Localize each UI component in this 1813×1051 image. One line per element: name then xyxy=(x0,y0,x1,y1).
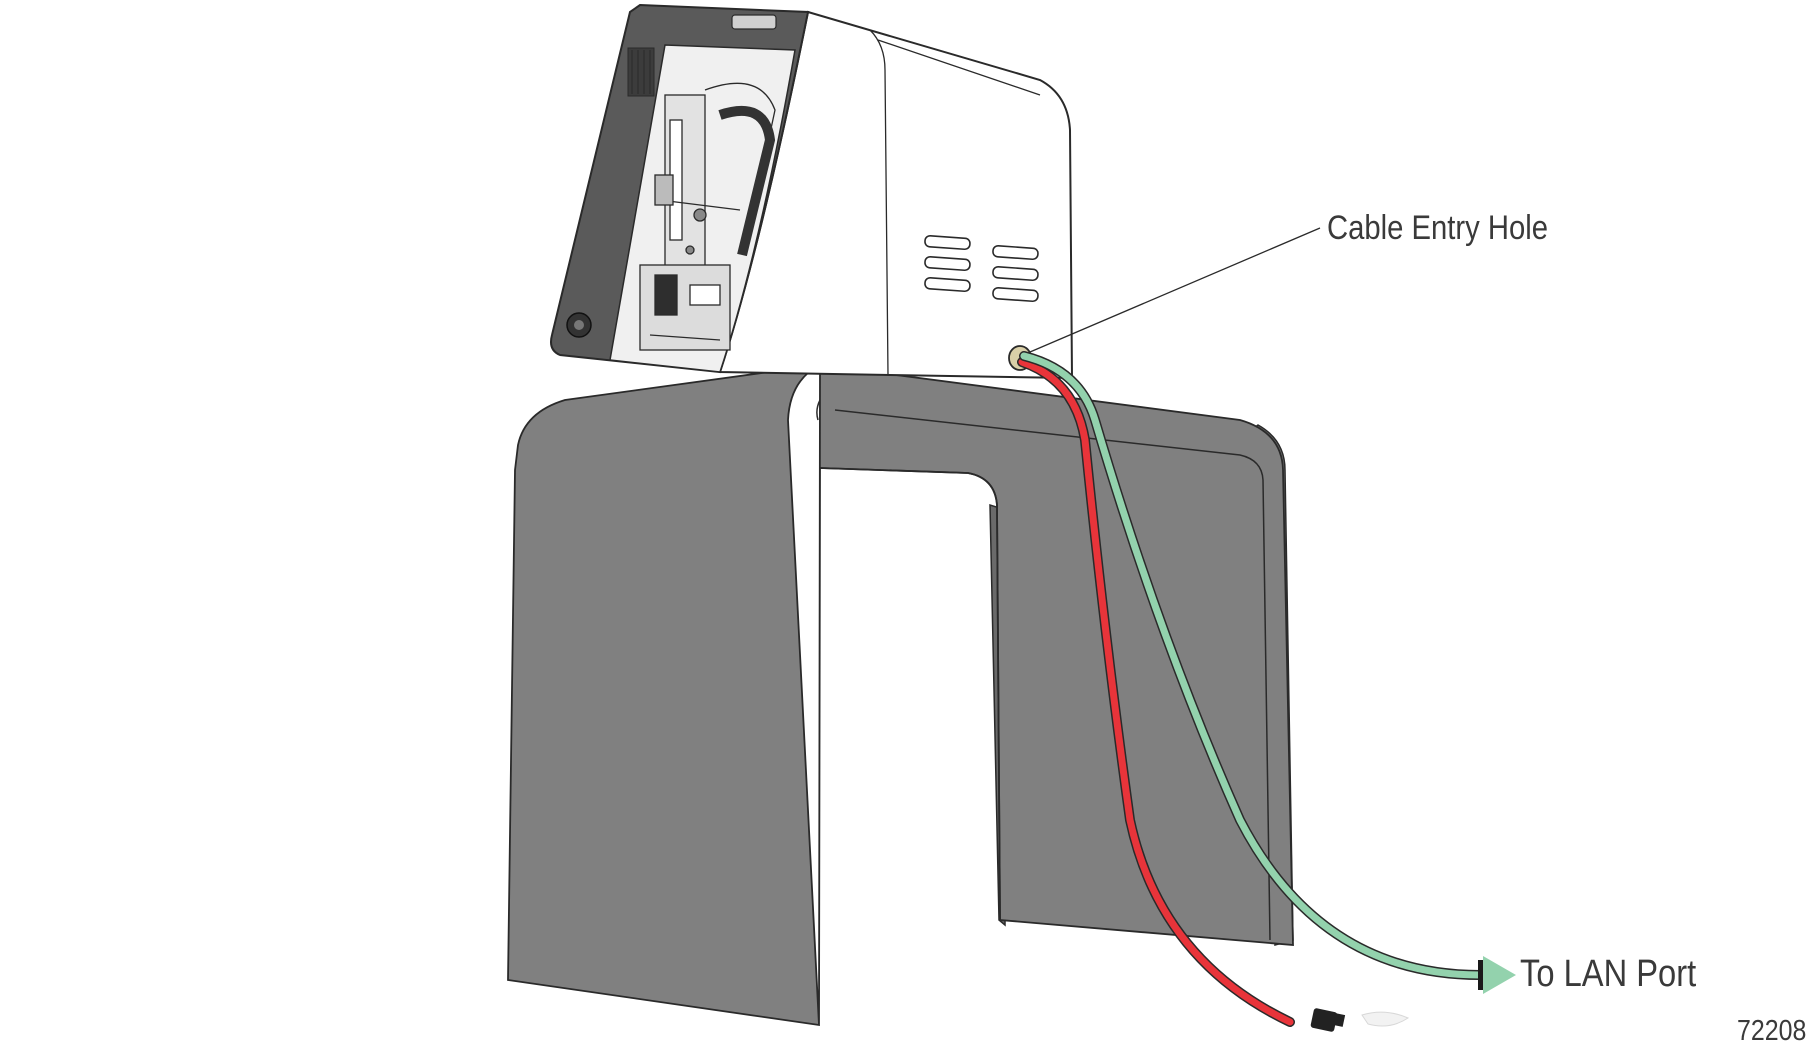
cables xyxy=(1017,351,1516,1032)
stand-inner-arch xyxy=(819,467,1001,921)
lan-cable xyxy=(1020,352,1484,979)
power-cable xyxy=(1018,358,1294,1026)
bezel-handle xyxy=(731,14,777,30)
cable-entry-hole-label: Cable Entry Hole xyxy=(1327,209,1549,247)
housing-edge-lines xyxy=(869,29,1041,376)
lan-arrow-icon xyxy=(1478,956,1516,994)
vent-slots xyxy=(924,235,1039,303)
figure-number: 72208 xyxy=(1737,1015,1807,1047)
power-plug-icon xyxy=(1310,1008,1410,1032)
speaker-grille xyxy=(627,47,655,97)
cable-entry-leader-line xyxy=(1029,227,1321,353)
stand-top-bevel xyxy=(816,399,1271,941)
internal-mechanism xyxy=(639,82,776,351)
to-lan-port-label: To LAN Port xyxy=(1520,953,1697,995)
open-display-unit xyxy=(550,3,810,374)
